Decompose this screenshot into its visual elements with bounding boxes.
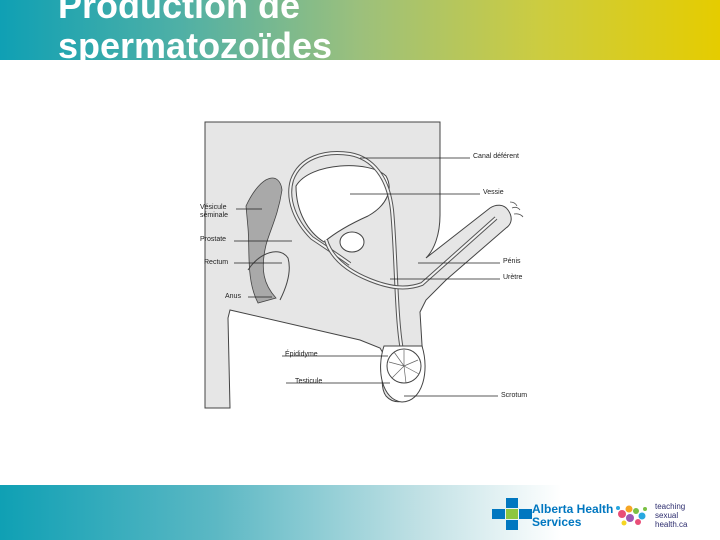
label-rectum: Rectum bbox=[204, 259, 229, 266]
label-vessie: Vessie bbox=[483, 189, 504, 196]
label-anus: Anus bbox=[225, 293, 241, 300]
teaching-sexual-health-logo-text: teaching sexual health.ca bbox=[655, 502, 687, 529]
ahs-line-1: Alberta Health bbox=[532, 502, 614, 516]
footer-bar bbox=[0, 485, 720, 540]
teaching-sexual-health-logo-icon bbox=[616, 505, 647, 526]
prostate-shape bbox=[339, 231, 365, 253]
label-uretre: Urètre bbox=[503, 274, 523, 281]
anatomy-illustration bbox=[204, 121, 524, 409]
label-testicule: Testicule bbox=[295, 378, 323, 385]
label-canal-deferent: Canal déférent bbox=[473, 153, 519, 160]
ahs-logo-text: Alberta Health Services bbox=[532, 503, 613, 529]
rectum-shape bbox=[247, 251, 290, 301]
slide-title: Production de spermatozoïdes bbox=[58, 0, 333, 60]
title-bar: Production de spermatozoïdes bbox=[0, 0, 720, 60]
label-penis: Pénis bbox=[503, 258, 521, 265]
label-epididyme: Épididyme bbox=[285, 351, 318, 358]
label-vesicule-line1: Vésicule bbox=[200, 204, 227, 211]
label-vesicule-line2: séminale bbox=[200, 212, 229, 219]
tsh-line-1: teaching bbox=[655, 502, 686, 511]
anatomy-diagram: Canal déférent Vessie Vésicule séminale … bbox=[200, 120, 540, 410]
tsh-line-3: health.ca bbox=[655, 520, 688, 529]
label-scrotum: Scrotum bbox=[501, 392, 528, 399]
leader-lines bbox=[234, 157, 500, 397]
ahs-line-2: Services bbox=[532, 515, 582, 529]
sperm-glyphs bbox=[509, 201, 524, 218]
tsh-line-2: sexual bbox=[655, 511, 679, 520]
bladder-shape bbox=[295, 165, 390, 243]
alberta-health-services-logo-icon bbox=[492, 498, 532, 530]
label-prostate: Prostate bbox=[200, 236, 227, 243]
